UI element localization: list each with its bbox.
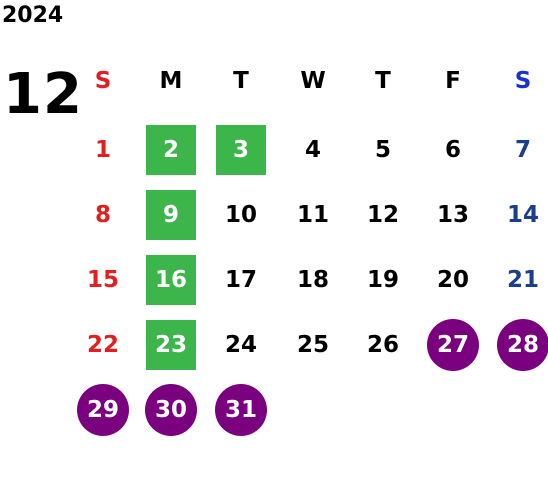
- day-cell-30[interactable]: 30: [145, 384, 197, 436]
- day-cell-14[interactable]: 14: [506, 202, 539, 228]
- day-cell-7[interactable]: 7: [514, 137, 531, 163]
- day-cell-18[interactable]: 18: [296, 267, 329, 293]
- day-cell-22[interactable]: 22: [86, 332, 119, 358]
- weekday-header-monday: M: [159, 68, 183, 94]
- day-cell-17[interactable]: 17: [224, 267, 257, 293]
- day-cell-19[interactable]: 19: [366, 267, 399, 293]
- weekday-header-saturday: S: [514, 68, 532, 94]
- weekday-header-sunday: S: [94, 68, 112, 94]
- day-cell-6[interactable]: 6: [444, 137, 461, 163]
- day-cell-16[interactable]: 16: [146, 255, 196, 305]
- weekday-header-thursday: T: [375, 68, 391, 94]
- day-cell-4[interactable]: 4: [304, 137, 321, 163]
- day-cell-28[interactable]: 28: [497, 319, 548, 371]
- day-cell-9[interactable]: 9: [146, 190, 196, 240]
- day-cell-12[interactable]: 12: [366, 202, 399, 228]
- weekday-header-wednesday: W: [300, 68, 326, 94]
- day-cell-31[interactable]: 31: [215, 384, 267, 436]
- day-cell-20[interactable]: 20: [436, 267, 469, 293]
- day-cell-8[interactable]: 8: [94, 202, 111, 228]
- day-cell-10[interactable]: 10: [224, 202, 257, 228]
- day-cell-15[interactable]: 15: [86, 267, 119, 293]
- year-label: 2024: [2, 3, 64, 28]
- day-cell-25[interactable]: 25: [296, 332, 329, 358]
- day-cell-1[interactable]: 1: [94, 137, 111, 163]
- month-number: 12: [3, 62, 83, 127]
- day-cell-13[interactable]: 13: [436, 202, 469, 228]
- day-cell-24[interactable]: 24: [224, 332, 257, 358]
- weekday-header-friday: F: [445, 68, 461, 94]
- day-cell-29[interactable]: 29: [77, 384, 129, 436]
- day-cell-5[interactable]: 5: [374, 137, 391, 163]
- day-cell-21[interactable]: 21: [506, 267, 539, 293]
- weekday-header-tuesday: T: [233, 68, 249, 94]
- day-cell-11[interactable]: 11: [296, 202, 329, 228]
- day-cell-3[interactable]: 3: [216, 125, 266, 175]
- day-cell-2[interactable]: 2: [146, 125, 196, 175]
- day-cell-26[interactable]: 26: [366, 332, 399, 358]
- day-cell-27[interactable]: 27: [427, 319, 479, 371]
- day-cell-23[interactable]: 23: [146, 320, 196, 370]
